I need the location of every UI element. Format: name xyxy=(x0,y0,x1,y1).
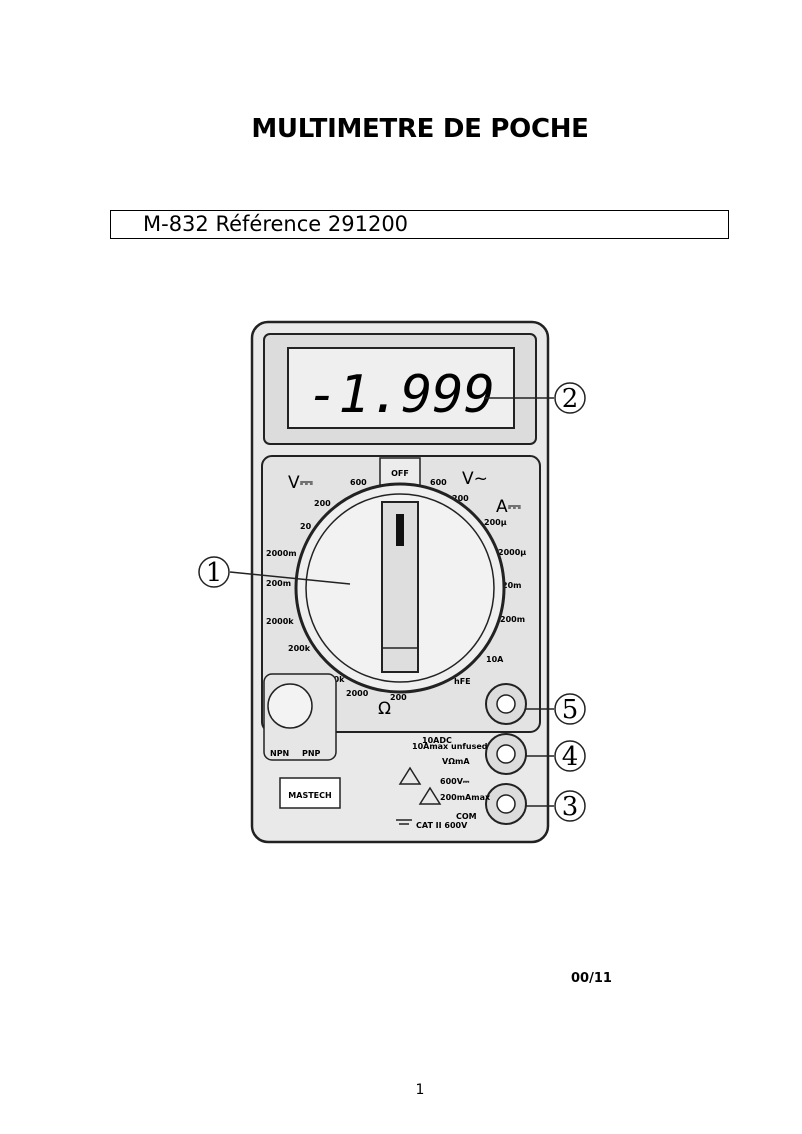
callout-3 xyxy=(554,790,586,822)
svg-text:200μ: 200μ xyxy=(484,518,507,527)
svg-text:200: 200 xyxy=(452,494,469,503)
svg-text:600: 600 xyxy=(430,478,447,487)
svg-text:200m: 200m xyxy=(266,579,291,588)
svg-text:OFF: OFF xyxy=(391,469,409,478)
svg-text:3: 3 xyxy=(562,792,579,822)
svg-text:5: 5 xyxy=(562,695,579,725)
svg-text:2000m: 2000m xyxy=(266,549,297,558)
section-dcv: V⎓ xyxy=(288,473,314,493)
page-title: MULTIMETRE DE POCHE xyxy=(251,114,589,144)
multimeter-figure: -1.999 2 OFF V⎓ V~ A⎓ 600 200 20 2000m 2… xyxy=(190,306,610,862)
svg-text:600: 600 xyxy=(350,478,367,487)
lcd-window xyxy=(287,347,515,429)
callout-5 xyxy=(554,693,586,725)
warning-icon xyxy=(398,766,422,785)
svg-text:2000k: 2000k xyxy=(266,617,294,626)
svg-text:20: 20 xyxy=(300,522,312,531)
date-code: 00/11 xyxy=(571,971,612,986)
svg-text:2: 2 xyxy=(562,384,579,414)
svg-text:4: 4 xyxy=(562,742,579,772)
category-rating: CAT II 600V xyxy=(416,821,468,830)
svg-text:20m: 20m xyxy=(502,581,521,590)
svg-text:200mAmax: 200mAmax xyxy=(440,793,491,802)
svg-text:2000μ: 2000μ xyxy=(498,548,526,557)
svg-text:10A: 10A xyxy=(486,655,504,664)
svg-text:hFE: hFE xyxy=(454,677,471,686)
page-number: 1 xyxy=(415,1082,425,1098)
lcd-reading: -1.999 xyxy=(307,365,495,425)
callout-2 xyxy=(554,382,586,414)
svg-text:200k: 200k xyxy=(288,644,311,653)
brand-name: MASTECH xyxy=(288,791,331,800)
svg-text:PNP: PNP xyxy=(302,749,321,758)
svg-text:NPN: NPN xyxy=(270,749,289,758)
svg-text:200m: 200m xyxy=(500,615,525,624)
svg-text:VΩmA: VΩmA xyxy=(442,757,470,766)
svg-text:200: 200 xyxy=(314,499,331,508)
brand-badge xyxy=(279,777,341,809)
svg-text:2000: 2000 xyxy=(346,689,369,698)
svg-text:10ADC: 10ADC xyxy=(422,736,452,745)
svg-text:1: 1 xyxy=(206,558,223,588)
section-acv: V~ xyxy=(462,469,488,489)
section-dca: A⎓ xyxy=(496,497,522,517)
multimeter-illustration: -1.999 2 OFF V⎓ V~ A⎓ 600 200 20 2000m 2… xyxy=(198,320,586,844)
warning-icon xyxy=(418,786,442,805)
reference-box: M-832 Référence 291200 xyxy=(110,210,729,239)
reference-text: M-832 Référence 291200 xyxy=(143,212,409,236)
callout-4 xyxy=(554,740,586,772)
dial-indicator xyxy=(396,514,404,546)
ohm-symbol: Ω xyxy=(378,699,391,719)
callout-1 xyxy=(198,556,230,588)
svg-text:200: 200 xyxy=(390,693,407,702)
svg-text:COM: COM xyxy=(456,812,477,821)
svg-text:20k: 20k xyxy=(328,675,345,684)
svg-text:600V⎓: 600V⎓ xyxy=(440,777,470,786)
svg-text:10Amax unfused: 10Amax unfused xyxy=(412,742,488,751)
